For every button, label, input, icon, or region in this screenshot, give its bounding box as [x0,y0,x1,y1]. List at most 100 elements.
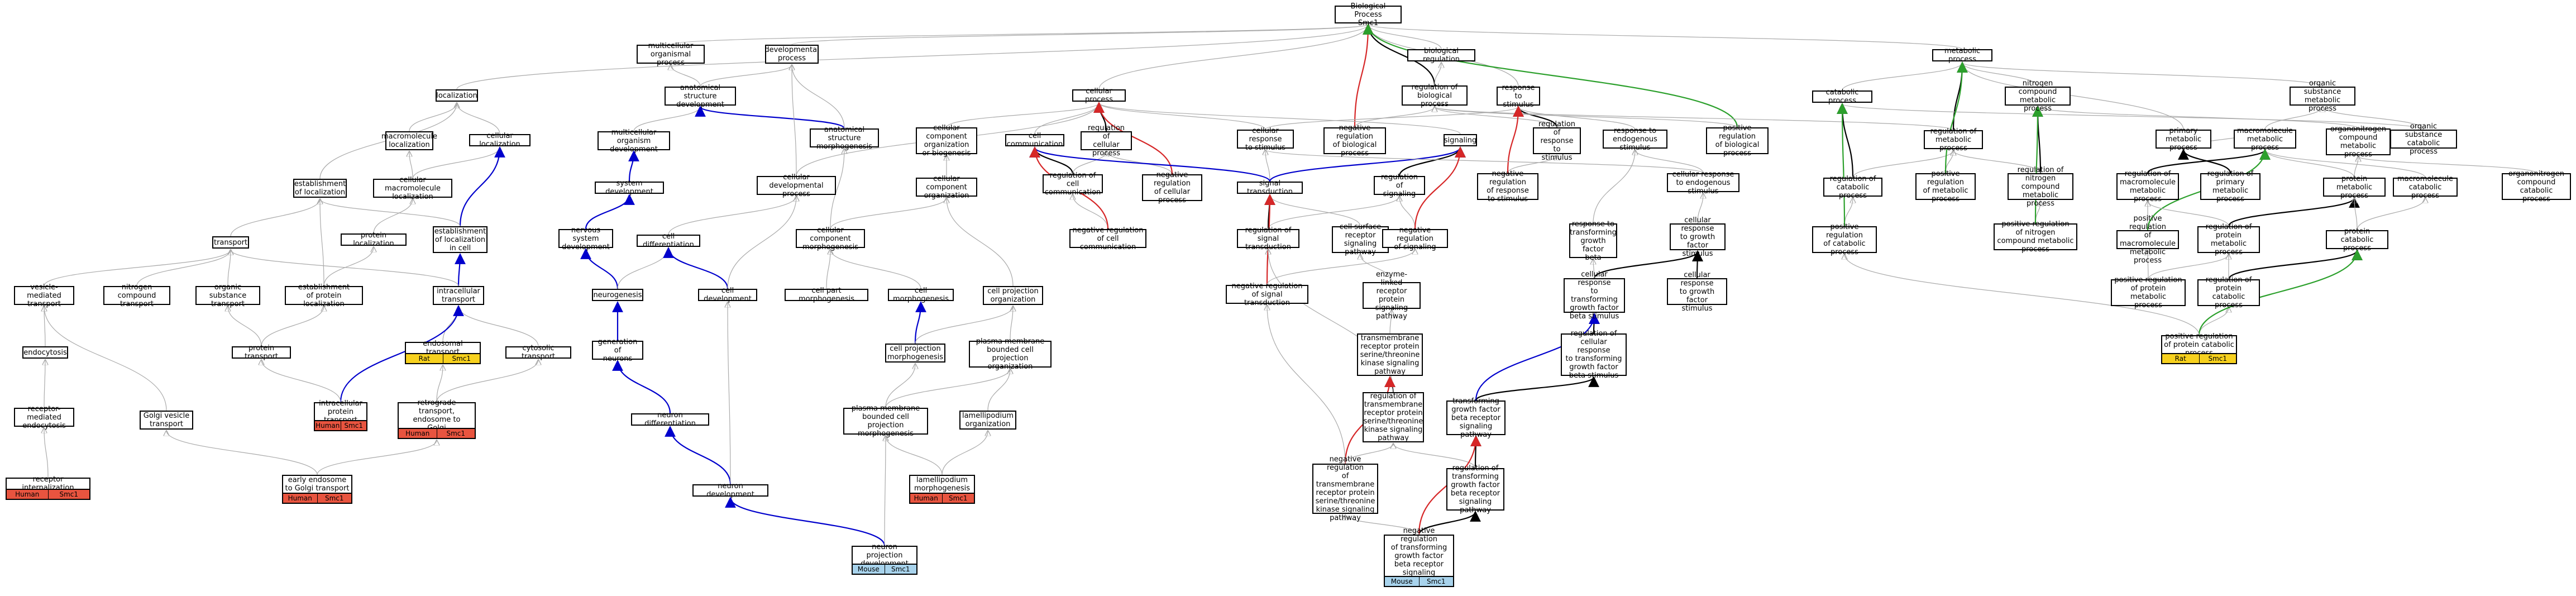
node-protein-localization[interactable]: protein localization [341,231,407,248]
node-organic-subst-catab[interactable]: organic substance catabolic process [2390,122,2457,156]
node-neg-reg-signaling[interactable]: negative regulation of signaling [1382,226,1448,251]
node-neg-reg-resp[interactable]: negative regulation of response to stimu… [1477,170,1538,203]
node-neg-reg-transmembrane[interactable]: negative regulation of transmembrane rec… [1312,455,1378,522]
node-reg-tgfb-pathway[interactable]: regulation of transforming growth factor… [1446,464,1504,514]
node-neuron-projection-dev[interactable]: neuron projection development [852,543,917,568]
node-organonitrogen-catab[interactable]: organonitrogen compound catabolic proces… [2502,170,2571,203]
node-early-endosome-golgi[interactable]: early endosome to Golgi transport [282,475,352,494]
node-anat-struct-morph[interactable]: anatomical structure morphogenesis [810,126,879,151]
node-metabolic-process[interactable]: metabolic process [1932,47,1992,64]
node-system-development[interactable]: system development [595,179,664,196]
node-reg-cellular-process[interactable]: regulation of cellular process [1081,124,1132,158]
node-reg-primary-metab[interactable]: regulation of primary metabolic process [2200,170,2260,203]
node-cell-comp-org-biogen[interactable]: cellular component organization or bioge… [916,124,977,158]
node-cellular-comp-morph[interactable]: cellular component morphogenesis [796,226,865,251]
node-cell-part-morph[interactable]: cell part morphogenesis [785,287,868,303]
node-retrograde-transport[interactable]: retrograde transport, endosome to Golgi [398,399,476,432]
node-anat-struct-dev[interactable]: anatomical structure development [665,84,736,109]
node-neuron-differentiation[interactable]: neuron differentiation [631,411,709,428]
node-vesicle-mediated[interactable]: vesicle-mediated transport [14,283,74,308]
node-response-growth-factor[interactable]: response to transforming growth factor b… [1569,220,1617,262]
node-estab-localization[interactable]: establishment of localization [293,179,347,198]
node-cellular-macromol-loc[interactable]: cellular macromolecule localization [373,176,452,201]
node-cellular-resp-growth-factor[interactable]: cellular response to growth factor stimu… [1670,216,1726,258]
node-protein-metab[interactable]: protein metabolic process [2323,175,2386,200]
node-organic-subst-transport[interactable]: organic substance transport [195,283,260,308]
node-cell-surface-receptor[interactable]: cell surface receptor signaling pathway [1332,223,1389,256]
node-cellular-process[interactable]: cellular process [1072,87,1126,104]
node-cellular-localization[interactable]: cellular localization [469,132,531,149]
node-macromol-catab[interactable]: macromolecule catabolic process [2393,175,2458,200]
node-cellular-resp-tgfb[interactable]: cellular response to transforming growth… [1564,270,1625,321]
node-neuron-development[interactable]: neuron development [692,482,768,499]
node-protein-catab[interactable]: protein catabolic process [2326,227,2388,252]
node-transport[interactable]: transport [212,236,249,249]
node-cellular-dev-process[interactable]: cellular developmental process [757,173,836,198]
node-intracellular-protein-transport[interactable]: intracellular protein transport [314,399,367,425]
node-tgfb-pathway[interactable]: transforming growth factor beta receptor… [1446,397,1506,439]
node-reg-signal-transduction[interactable]: regulation of signal transduction [1237,226,1299,251]
node-developmental-process[interactable]: developmental process [764,45,819,64]
node-macromol-localization[interactable]: macromolecule localization [381,131,437,150]
node-pos-reg-bp[interactable]: positive regulation of biological proces… [1706,124,1769,158]
node-transmembrane-rtk[interactable]: transmembrane receptor protein serine/th… [1357,333,1423,376]
node-reg-bp[interactable]: regulation of biological process [1402,83,1468,108]
node-intracellular-transport[interactable]: intracellular transport [433,286,484,305]
node-receptor-internalization[interactable]: receptor internalization [6,475,90,492]
node-signal-transduction[interactable]: signal transduction [1237,179,1303,196]
node-cell-projection-org[interactable]: cell projection organization [983,286,1043,305]
node-resp-endogenous[interactable]: response to endogenous stimulus [1603,127,1667,152]
node-catabolic-process[interactable]: catabolic process [1812,88,1872,105]
node-pos-reg-nitrogen-metab[interactable]: positive regulation of nitrogen compound… [1994,220,2077,254]
node-generation-neurons[interactable]: generation of neurons [592,338,643,363]
node-endosomal-transport[interactable]: endosomal transport [405,340,481,356]
node-cell-morph[interactable]: cell morphogenesis [888,287,954,303]
node-pos-reg-catabolic[interactable]: positive regulation of catabolic process [1812,223,1877,256]
node-plasma-membrane-org[interactable]: plasma membrane bounded cell projection … [969,337,1052,371]
node-primary-metab[interactable]: primary metabolic process [2156,127,2211,152]
node-signaling[interactable]: signaling [1444,134,1477,146]
node-protein-transport[interactable]: protein transport [232,344,291,361]
node-reg-protein-catab[interactable]: regulation of protein catabolic process [2197,276,2260,309]
node-localization[interactable]: localization [436,89,478,102]
node-cell-projection-morph[interactable]: cell projection morphogenesis [885,344,945,363]
node-reg-cellular-resp-tgfb[interactable]: regulation of cellular response to trans… [1561,330,1627,380]
node-multicell-org-dev[interactable]: multicellular organism development [598,128,670,154]
node-receptor-endocytosis[interactable]: receptor-mediated endocytosis [14,405,74,430]
node-pos-reg-protein-catab[interactable]: positive regulation of protein catabolic… [2161,332,2237,357]
node-reg-resp-stimulus[interactable]: regulation of response to stimulus [1533,120,1581,162]
node-reg-nitrogen-metab[interactable]: regulation of nitrogen compound metaboli… [2008,166,2073,208]
node-cellular-resp-endogenous[interactable]: cellular response to endogenous stimulus [1667,170,1739,196]
node-reg-catabolic[interactable]: regulation of catabolic process [1823,175,1882,200]
node-organic-subst-metab[interactable]: organic substance metabolic process [2290,79,2355,113]
node-biological-regulation[interactable]: biological regulation [1407,47,1475,64]
node-neg-reg-signal-transduction[interactable]: negative regulation of signal transducti… [1226,282,1308,307]
node-reg-macromol-metab[interactable]: regulation of macromolecule metabolic pr… [2116,170,2179,203]
node-bp[interactable]: Biological Process Smc1 [1335,2,1402,27]
node-plasma-membrane-morph[interactable]: plasma membrane bounded cell projection … [843,404,928,438]
node-nitrogen-compound-transport[interactable]: nitrogen compound transport [103,283,170,308]
node-nitrogen-compound-metab[interactable]: nitrogen compound metabolic process [2005,79,2071,113]
node-neg-reg-tgfb[interactable]: negative regulation of transforming grow… [1384,527,1454,585]
node-enzyme-linked[interactable]: enzyme-linked receptor protein signaling… [1363,270,1421,321]
node-neg-reg-bp[interactable]: negative regulation of biological proces… [1323,124,1386,158]
node-cell-differentiation[interactable]: cell differentiation [637,232,700,249]
node-reg-signaling[interactable]: regulation of signaling [1374,173,1425,198]
node-lamellipodium-org[interactable]: lamellipodium organization [959,411,1016,430]
node-reg-protein-metab[interactable]: regulation of protein metabolic process [2197,223,2260,256]
node-neurogenesis[interactable]: neurogenesis [592,289,643,301]
node-estab-protein-loc[interactable]: establishment of protein localization [285,283,363,308]
node-pos-reg-protein-metab[interactable]: positive regulation of protein metabolic… [2111,276,2186,309]
node-neg-reg-cellular[interactable]: negative regulation of cellular process [1142,171,1202,204]
node-cellular-resp-stimulus[interactable]: cellular response to stimulus [1237,127,1294,152]
node-cytosolic-transport[interactable]: cytosolic transport [505,344,571,361]
node-endocytosis[interactable]: endocytosis [22,346,68,359]
node-cellular-resp-tgfb2[interactable]: cellular response to growth factor stimu… [1667,271,1727,313]
node-cell-communication[interactable]: cell communication [1005,132,1064,149]
node-pos-reg-macromol-metab[interactable]: positive regulation of macromolecule met… [2116,214,2179,265]
node-golgi-vesicle[interactable]: Golgi vesicle transport [140,411,193,430]
node-cell-development[interactable]: cell development [698,287,757,303]
node-organonitrogen-metab[interactable]: organonitrogen compound metabolic proces… [2326,125,2391,159]
node-reg-transmembrane[interactable]: regulation of transmembrane receptor pro… [1363,392,1424,442]
node-reg-metabolic[interactable]: regulation of metabolic process [1924,127,1983,152]
